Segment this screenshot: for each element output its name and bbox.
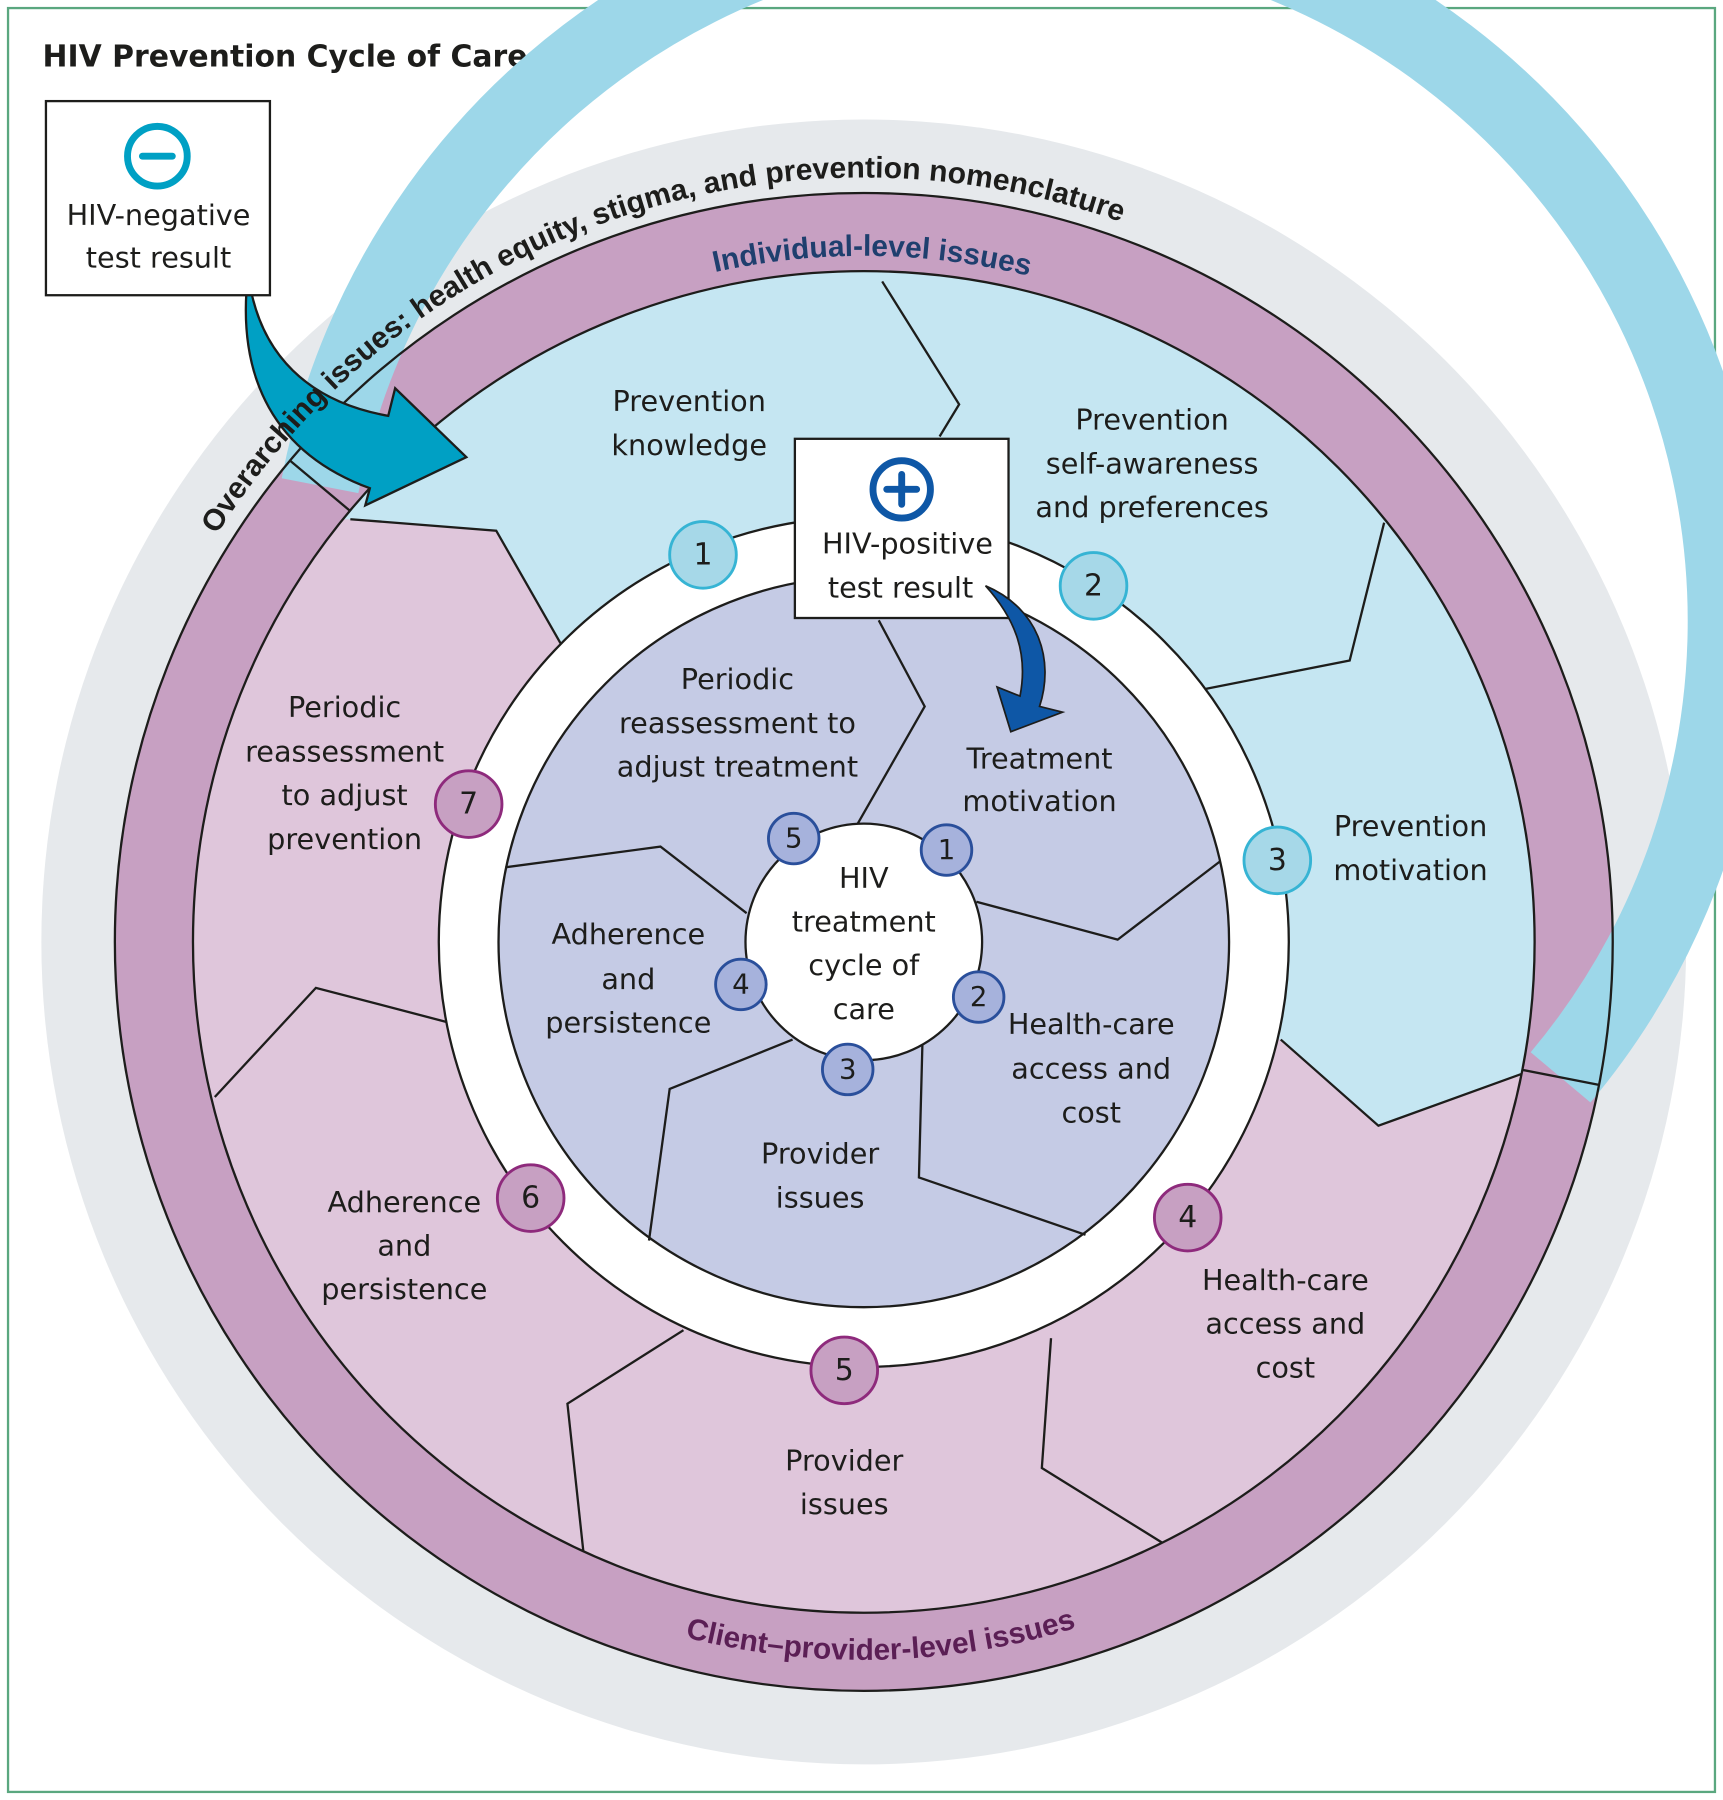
plus-circle-icon <box>869 457 934 522</box>
treatment-badge-1: 1 <box>919 823 974 877</box>
prevention-badge-5: 5 <box>809 1335 880 1406</box>
blue-arrow-icon <box>984 585 1066 733</box>
prevention-badge-1: 1 <box>668 520 738 590</box>
svg-text:3: 3 <box>1268 843 1287 878</box>
minus-circle-icon <box>124 122 191 190</box>
individual-level-ring <box>281 0 1723 1103</box>
treatment-badge-2: 2 <box>951 970 1006 1024</box>
svg-text:3: 3 <box>839 1053 857 1085</box>
svg-text:7: 7 <box>459 787 478 822</box>
svg-text:5: 5 <box>835 1353 854 1388</box>
svg-text:4: 4 <box>1178 1200 1197 1235</box>
svg-text:5: 5 <box>785 823 803 855</box>
svg-text:1: 1 <box>693 537 712 572</box>
teal-arrow-icon <box>244 273 469 508</box>
prevention-badge-6: 6 <box>495 1163 566 1233</box>
svg-text:6: 6 <box>521 1181 540 1216</box>
treatment-badge-4: 4 <box>714 957 768 1012</box>
treatment-badge-5: 5 <box>767 811 821 866</box>
prevention-badge-2: 2 <box>1058 551 1129 621</box>
prevention-badge-4: 4 <box>1152 1182 1223 1253</box>
svg-text:1: 1 <box>938 834 956 866</box>
prevention-badge-7: 7 <box>433 769 504 839</box>
svg-text:2: 2 <box>1084 568 1103 603</box>
svg-text:2: 2 <box>970 981 988 1013</box>
client-provider-ring <box>114 192 1613 1691</box>
prevention-badge-3: 3 <box>1242 825 1313 896</box>
treatment-badge-3: 3 <box>821 1042 875 1097</box>
svg-text:4: 4 <box>732 968 750 1000</box>
